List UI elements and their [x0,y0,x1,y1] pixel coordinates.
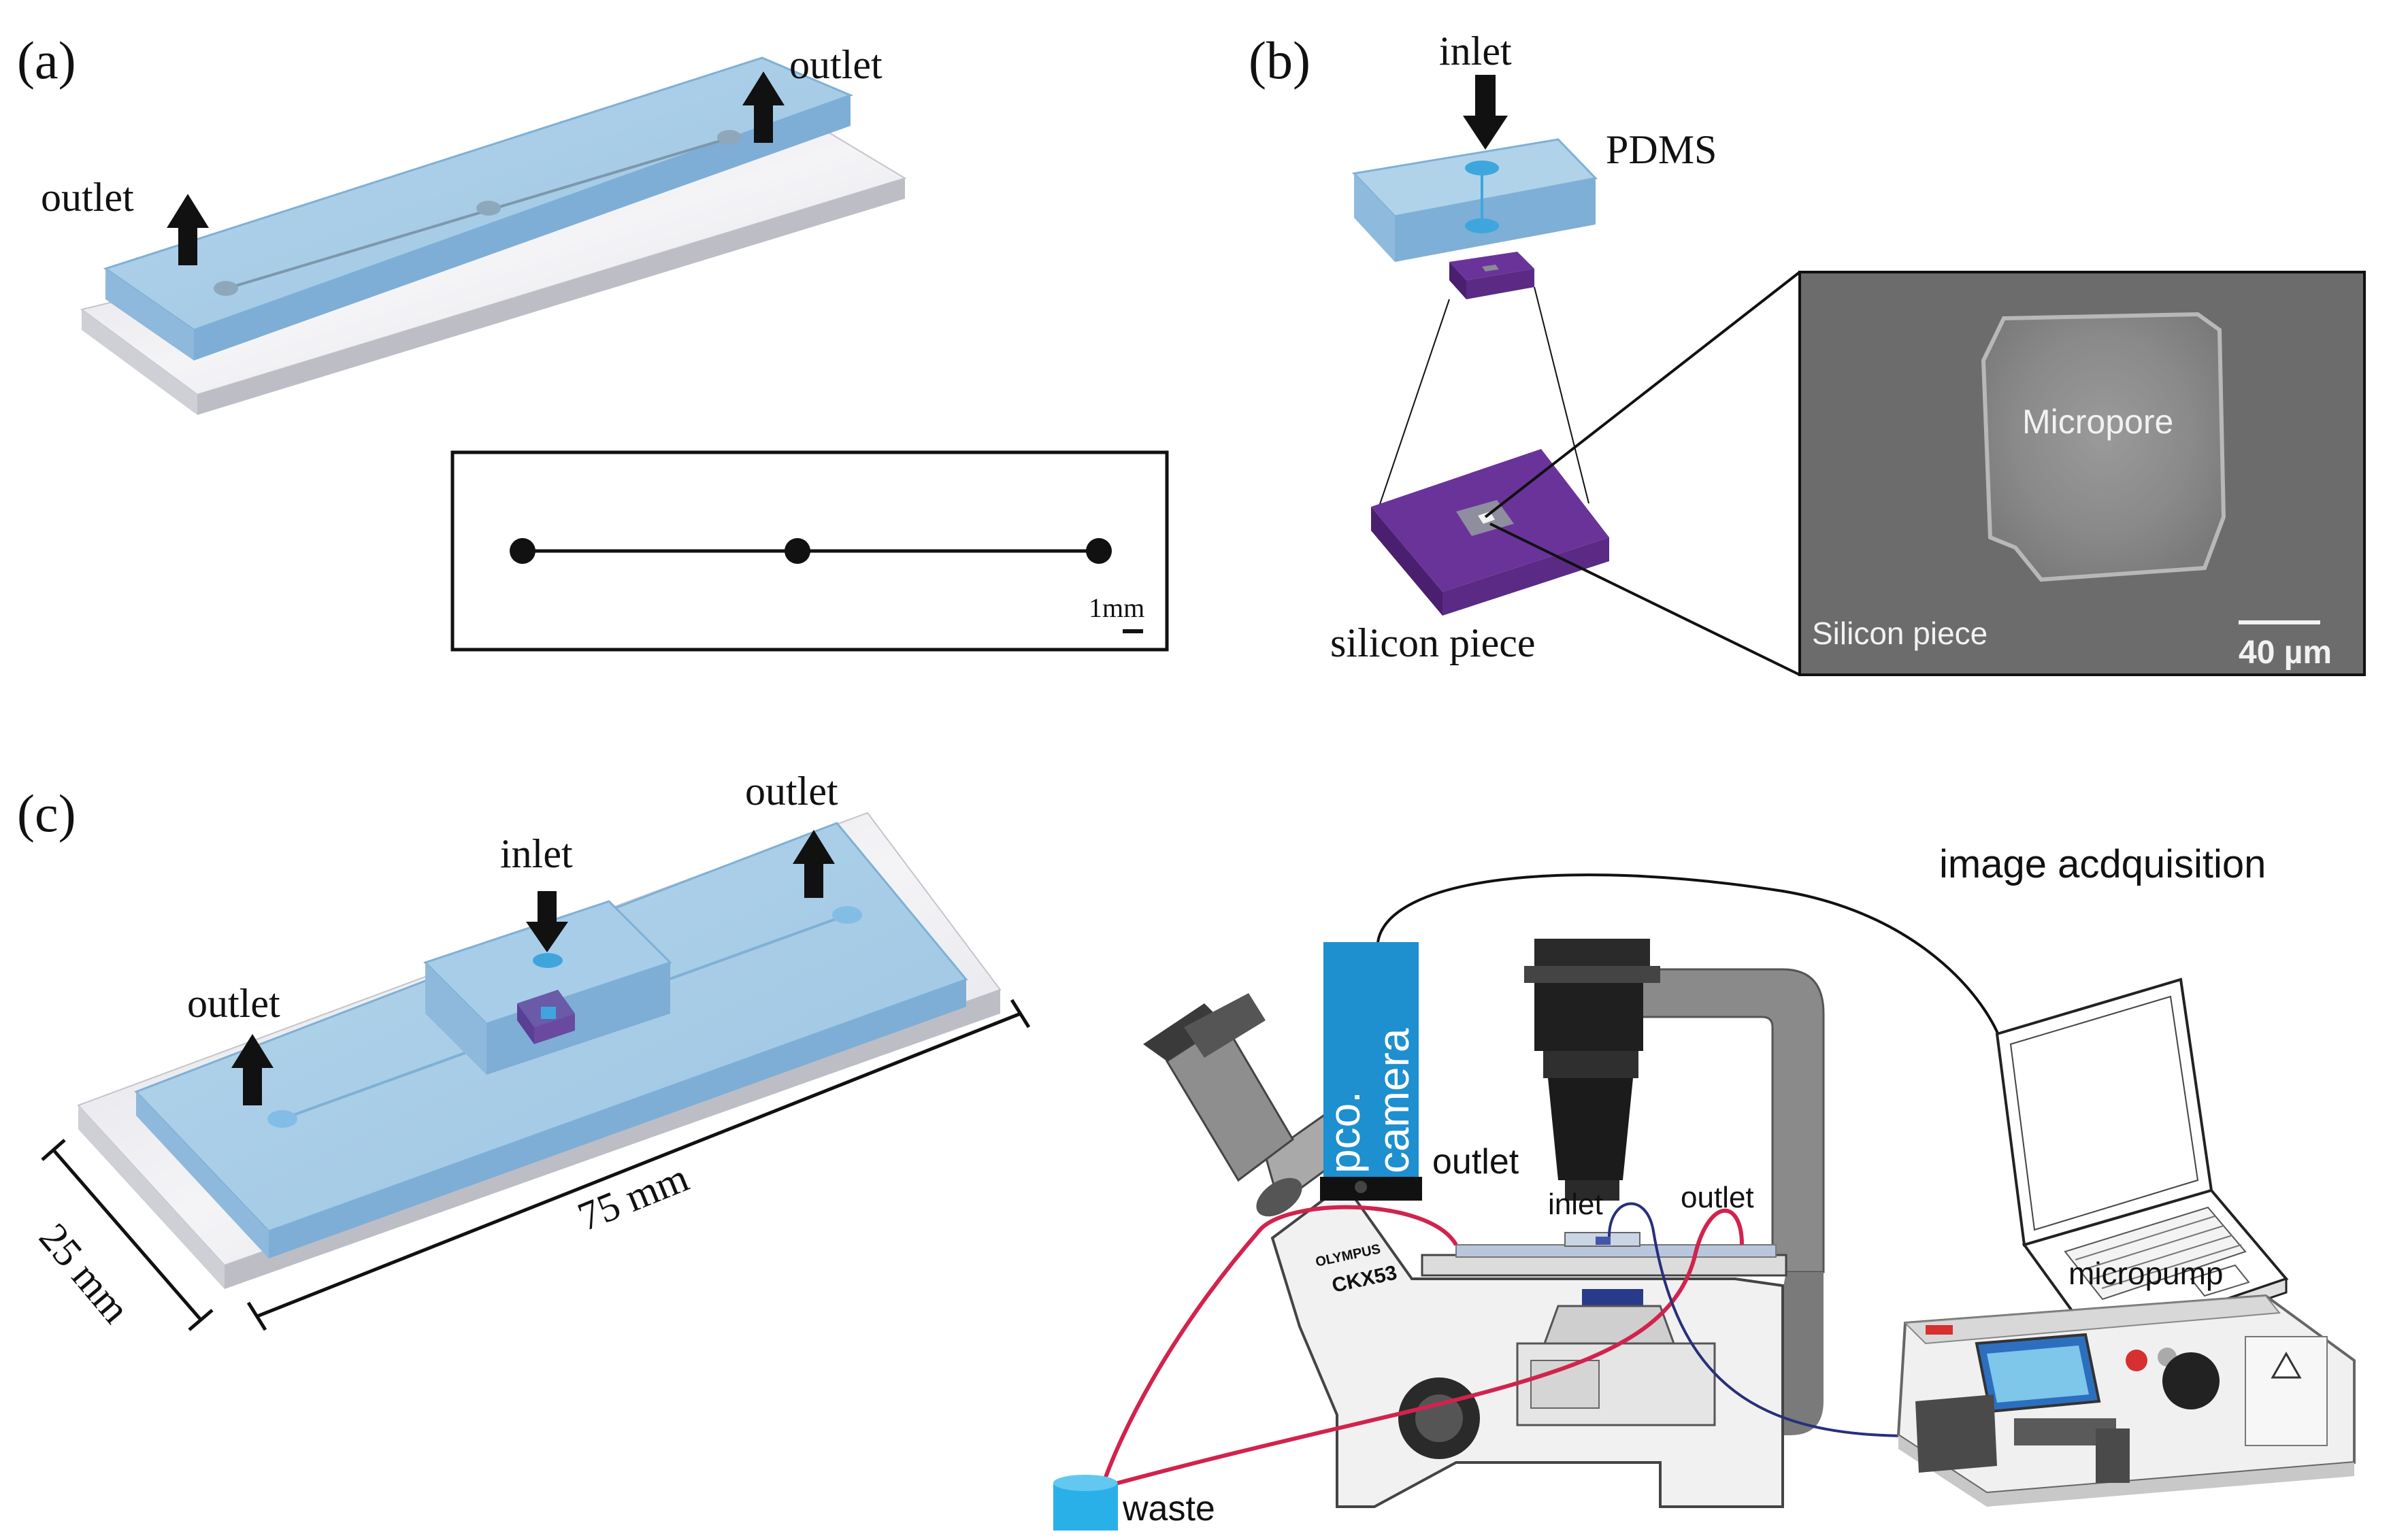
glass-slide-a [80,128,907,415]
tubing-red-right [1105,1208,1744,1488]
camera-brand: pco. [1320,1091,1369,1173]
port-a-left [214,281,238,296]
up-arrow-icon [167,194,209,265]
up-arrow-icon [742,71,785,143]
sem-label-micropore: Micropore [2022,403,2173,441]
label-pdms: PDMS [1606,127,1717,172]
sem-label-silicon-piece: Silicon piece [1812,616,1988,651]
port-a-center [476,201,501,216]
label-silicon-piece: silicon piece [1330,620,1536,665]
label-outlet-left-a: outlet [41,175,134,220]
panel-b: (b) inlet PDMS [1249,29,2366,676]
label-inlet-setup: inlet [1548,1188,1603,1221]
panel-a: (a) outlet outlet [17,31,1169,652]
up-arrow-icon [231,1034,274,1105]
down-arrow-icon [526,891,568,952]
tubing-red-left [1100,1205,1458,1487]
sem-image: Micropore Silicon piece 40 µm [1798,271,2366,676]
label-image-acquisition: image acdquisition [1939,842,2266,886]
label-outlet-camera: outlet [1432,1142,1519,1182]
waste-container [1053,1475,1118,1531]
panel-c: (c) [17,769,2356,1531]
label-inlet-b: inlet [1439,29,1512,73]
camera-word: camera [1369,1028,1418,1173]
up-arrow-icon [793,830,835,898]
port-c-right [832,906,862,924]
label-width: 25 mm [31,1215,139,1331]
down-arrow-icon [1463,75,1508,150]
port-c-left [267,1110,297,1128]
laptop-icon [1995,977,2289,1359]
tubing-blue [1608,1202,1940,1437]
label-waste: waste [1122,1489,1215,1528]
label-micropump: micropump [2068,1256,2224,1291]
panel-b-tag: (b) [1249,31,1310,90]
label-inlet-c: inlet [500,831,573,876]
label-outlet-left-c: outlet [187,981,280,1026]
schematic-node-1 [510,538,535,564]
sem-scale-label: 40 µm [2239,635,2332,671]
micropump [1896,1294,2356,1507]
label-outlet-right-c: outlet [745,769,838,814]
camera: pco. camera [1320,942,1422,1201]
pdms-block-a [103,56,854,361]
silicon-small [1449,252,1534,299]
experimental-setup: image acdquisition [1053,842,2356,1531]
pdms-block-b [1351,138,1598,262]
schematic-node-3 [1086,538,1112,564]
port-a-right [717,130,742,145]
schematic-node-2 [785,538,810,564]
inlet-block-c [423,900,672,1075]
scale-label-a: 1mm [1089,592,1144,623]
label-outlet-stage: outlet [1681,1181,1754,1214]
label-outlet-right-a: outlet [789,42,883,87]
panel-a-tag: (a) [17,31,76,90]
camera-cable [1376,873,2005,1052]
silicon-large [1371,449,1609,616]
channel-schematic: 1mm [450,450,1169,652]
microscope: OLYMPUS CKX53 [1143,939,1825,1508]
panel-c-tag: (c) [17,784,76,843]
